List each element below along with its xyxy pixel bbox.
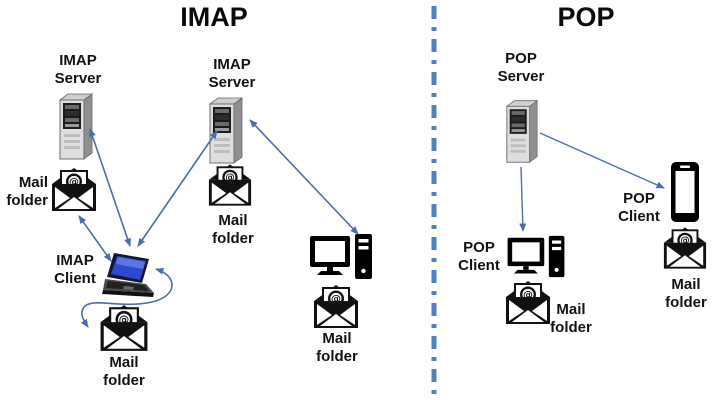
imap-server1-icon — [57, 91, 95, 161]
imap-client-label: IMAP Client — [54, 252, 96, 288]
arrow-client-server2 — [137, 130, 218, 247]
mail-folder-icon — [207, 163, 253, 208]
arrow-popserver-phone — [539, 132, 665, 189]
imap-mail-folder-desktop-label: Mail folder — [316, 330, 358, 366]
imap-server2-label: IMAP Server — [208, 56, 256, 92]
imap-mail-folder-client-label: Mail folder — [103, 354, 145, 390]
mail-folder-icon — [50, 167, 98, 213]
imap-section-title: IMAP — [180, 2, 248, 32]
imap-mail-folder-left-label: Mail folder — [6, 174, 48, 210]
pop-section-title: POP — [557, 2, 615, 32]
pop-server-icon — [504, 97, 540, 165]
arrow-popserver-desktop — [519, 166, 527, 232]
imap-mail-folder-mid-label: Mail folder — [212, 212, 254, 248]
smartphone-icon — [670, 161, 700, 223]
mail-folder-icon — [311, 284, 361, 330]
imap-server2-icon — [207, 95, 245, 165]
imap-server1-label: IMAP Server — [54, 52, 102, 88]
mail-folder-icon — [504, 280, 552, 326]
mail-folder-icon — [98, 304, 150, 353]
pop-client-desktop-label: POP Client — [458, 239, 500, 275]
arrow-server2-desktop — [249, 119, 359, 235]
mail-folder-icon — [662, 226, 708, 271]
pop-server-label: POP Server — [497, 50, 545, 86]
pop-client-phone-label: POP Client — [618, 190, 660, 226]
pop-mail-folder-desktop-label: Mail folder — [550, 301, 592, 337]
laptop-icon — [102, 249, 158, 299]
desktop-computer-icon — [506, 235, 566, 279]
pop-mail-folder-phone-label: Mail folder — [665, 276, 707, 312]
desktop-computer-icon — [309, 233, 373, 281]
